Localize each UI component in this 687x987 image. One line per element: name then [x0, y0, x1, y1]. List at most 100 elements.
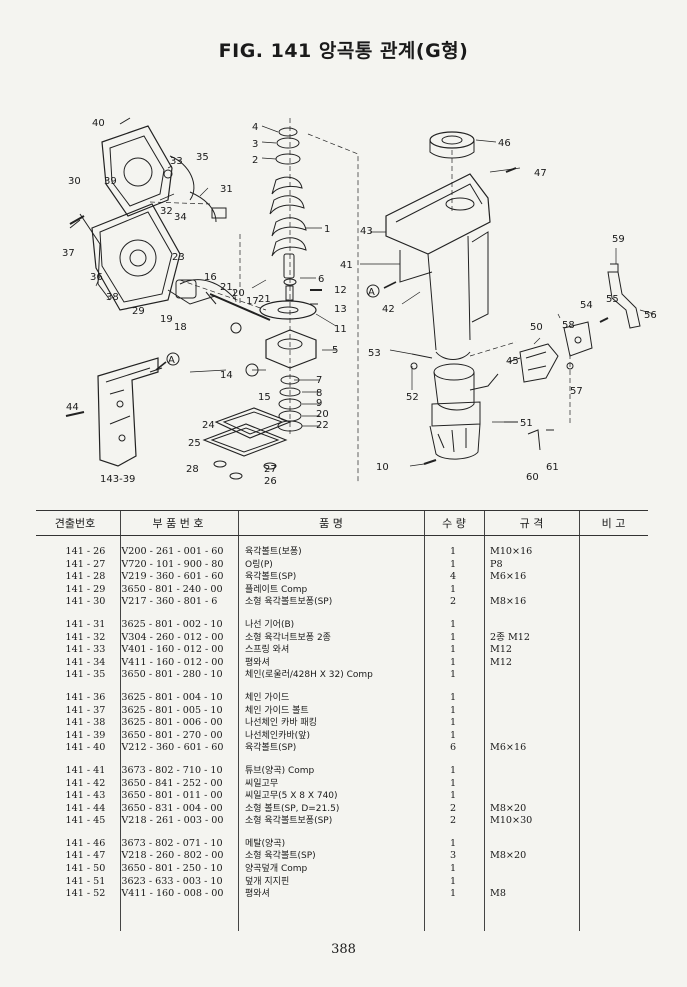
header-note: 비 고	[601, 517, 626, 530]
row-part-number: V212 - 360 - 601 - 60	[121, 742, 224, 754]
row-quantity: 1	[450, 717, 457, 729]
row-quantity: 1	[450, 558, 457, 570]
callout-47: 47	[534, 168, 547, 179]
row-note	[582, 596, 648, 609]
row-quantity: 1	[450, 875, 457, 887]
row-spec	[482, 692, 582, 705]
row-ref: 141 - 38	[65, 717, 106, 729]
row-part-number: 3625 - 801 - 005 - 10	[121, 704, 223, 716]
row-part-name: 메탈(양곡)	[244, 838, 286, 849]
row-part-name: 씨일고무(5 X 8 X 740)	[244, 791, 338, 802]
row-quantity: 1	[450, 837, 457, 849]
row-spec: P8	[490, 558, 503, 570]
row-part-name: 튜브(양곡) Comp	[244, 765, 315, 776]
callout-16: 16	[204, 272, 217, 283]
row-ref: 141 - 39	[65, 729, 106, 741]
callout-57: 57	[570, 386, 583, 397]
row-quantity: 1	[450, 669, 457, 681]
callout-2: 2	[252, 155, 258, 166]
row-part-name: 소형 육각너트보퐁 2종	[244, 632, 331, 643]
row-ref: 141 - 29	[65, 583, 106, 595]
row-quantity: 2	[450, 802, 457, 814]
row-quantity: 1	[450, 764, 457, 776]
callout-4: 4	[252, 122, 258, 133]
row-spec	[482, 584, 582, 597]
row-spec	[482, 863, 582, 876]
row-spec: M12	[490, 656, 513, 668]
row-spec: M8×20	[490, 802, 527, 814]
row-note	[582, 657, 648, 670]
row-part-name: 나선체인카바(앞)	[244, 730, 310, 741]
row-part-name: 육각볼트(SP)	[244, 572, 297, 583]
row-part-name: 육각볼트(보퐁)	[244, 547, 302, 557]
callout-37: 37	[62, 248, 75, 259]
row-ref: 141 - 51	[65, 875, 106, 887]
page-number: 388	[331, 942, 356, 957]
row-part-number: V218 - 260 - 802 - 00	[121, 850, 224, 862]
table-header: 견출번호 부 품 번 호 품 명 수 량 규 격 비 고	[36, 510, 648, 536]
row-part-number: 3625 - 801 - 002 - 10	[121, 618, 223, 630]
callout-44: 44	[66, 402, 79, 413]
callout-29: 29	[132, 306, 145, 317]
row-part-number: 3650 - 801 - 240 - 00	[121, 583, 223, 595]
row-ref: 141 - 50	[65, 863, 106, 875]
row-spec: M6×16	[490, 571, 527, 583]
callout-11: 11	[334, 324, 347, 335]
row-ref: 141 - 27	[65, 558, 106, 570]
row-quantity: 1	[450, 691, 457, 703]
row-part-name: 씨일고무	[244, 778, 279, 789]
header-part-name: 품 명	[319, 517, 343, 530]
callout-23: 23	[172, 252, 185, 263]
row-part-number: V217 - 360 - 801 - 6	[121, 596, 218, 608]
row-part-number: 3650 - 801 - 280 - 10	[121, 669, 223, 681]
callout-32: 32	[160, 206, 173, 217]
callout-50: 50	[530, 322, 543, 333]
callout-20: 20	[232, 288, 245, 299]
callout-40: 40	[92, 118, 105, 129]
row-spec	[482, 705, 582, 718]
callout-36: 36	[90, 272, 103, 283]
callout-39: 39	[104, 176, 117, 187]
row-quantity: 3	[450, 850, 457, 862]
row-spec: M12	[490, 644, 513, 656]
callout-13: 13	[334, 304, 347, 315]
row-note	[582, 644, 648, 657]
row-quantity: 1	[450, 888, 457, 900]
callout-45: 45	[506, 356, 519, 367]
callout-21: 21	[220, 282, 233, 293]
callout-60: 60	[526, 472, 539, 483]
row-quantity: 1	[450, 790, 457, 802]
row-spec	[482, 876, 582, 889]
row-spec: 2종 M12	[490, 631, 531, 643]
row-part-number: 3650 - 801 - 011 - 00	[121, 790, 223, 802]
row-ref: 141 - 33	[65, 644, 106, 656]
callout-3: 3	[252, 139, 258, 150]
row-part-name: 소형 육각볼트(SP)	[244, 851, 316, 862]
callout-12: 12	[334, 285, 347, 296]
callout-46: 46	[498, 138, 511, 149]
row-quantity: 1	[450, 777, 457, 789]
row-quantity: 1	[450, 729, 457, 741]
row-part-number: 3625 - 801 - 006 - 00	[121, 717, 223, 729]
leader-lines	[95, 125, 655, 467]
row-spec: M8×16	[490, 596, 527, 608]
callout-22: 22	[316, 420, 329, 431]
row-part-number: V200 - 261 - 001 - 60	[121, 546, 224, 557]
front-cover-plate	[65, 357, 163, 467]
callout-38: 38	[106, 292, 119, 303]
row-part-name: 체인(로울러/428H X 32) Comp	[244, 670, 373, 681]
header-part-number: 부 품 번 호	[152, 517, 204, 530]
